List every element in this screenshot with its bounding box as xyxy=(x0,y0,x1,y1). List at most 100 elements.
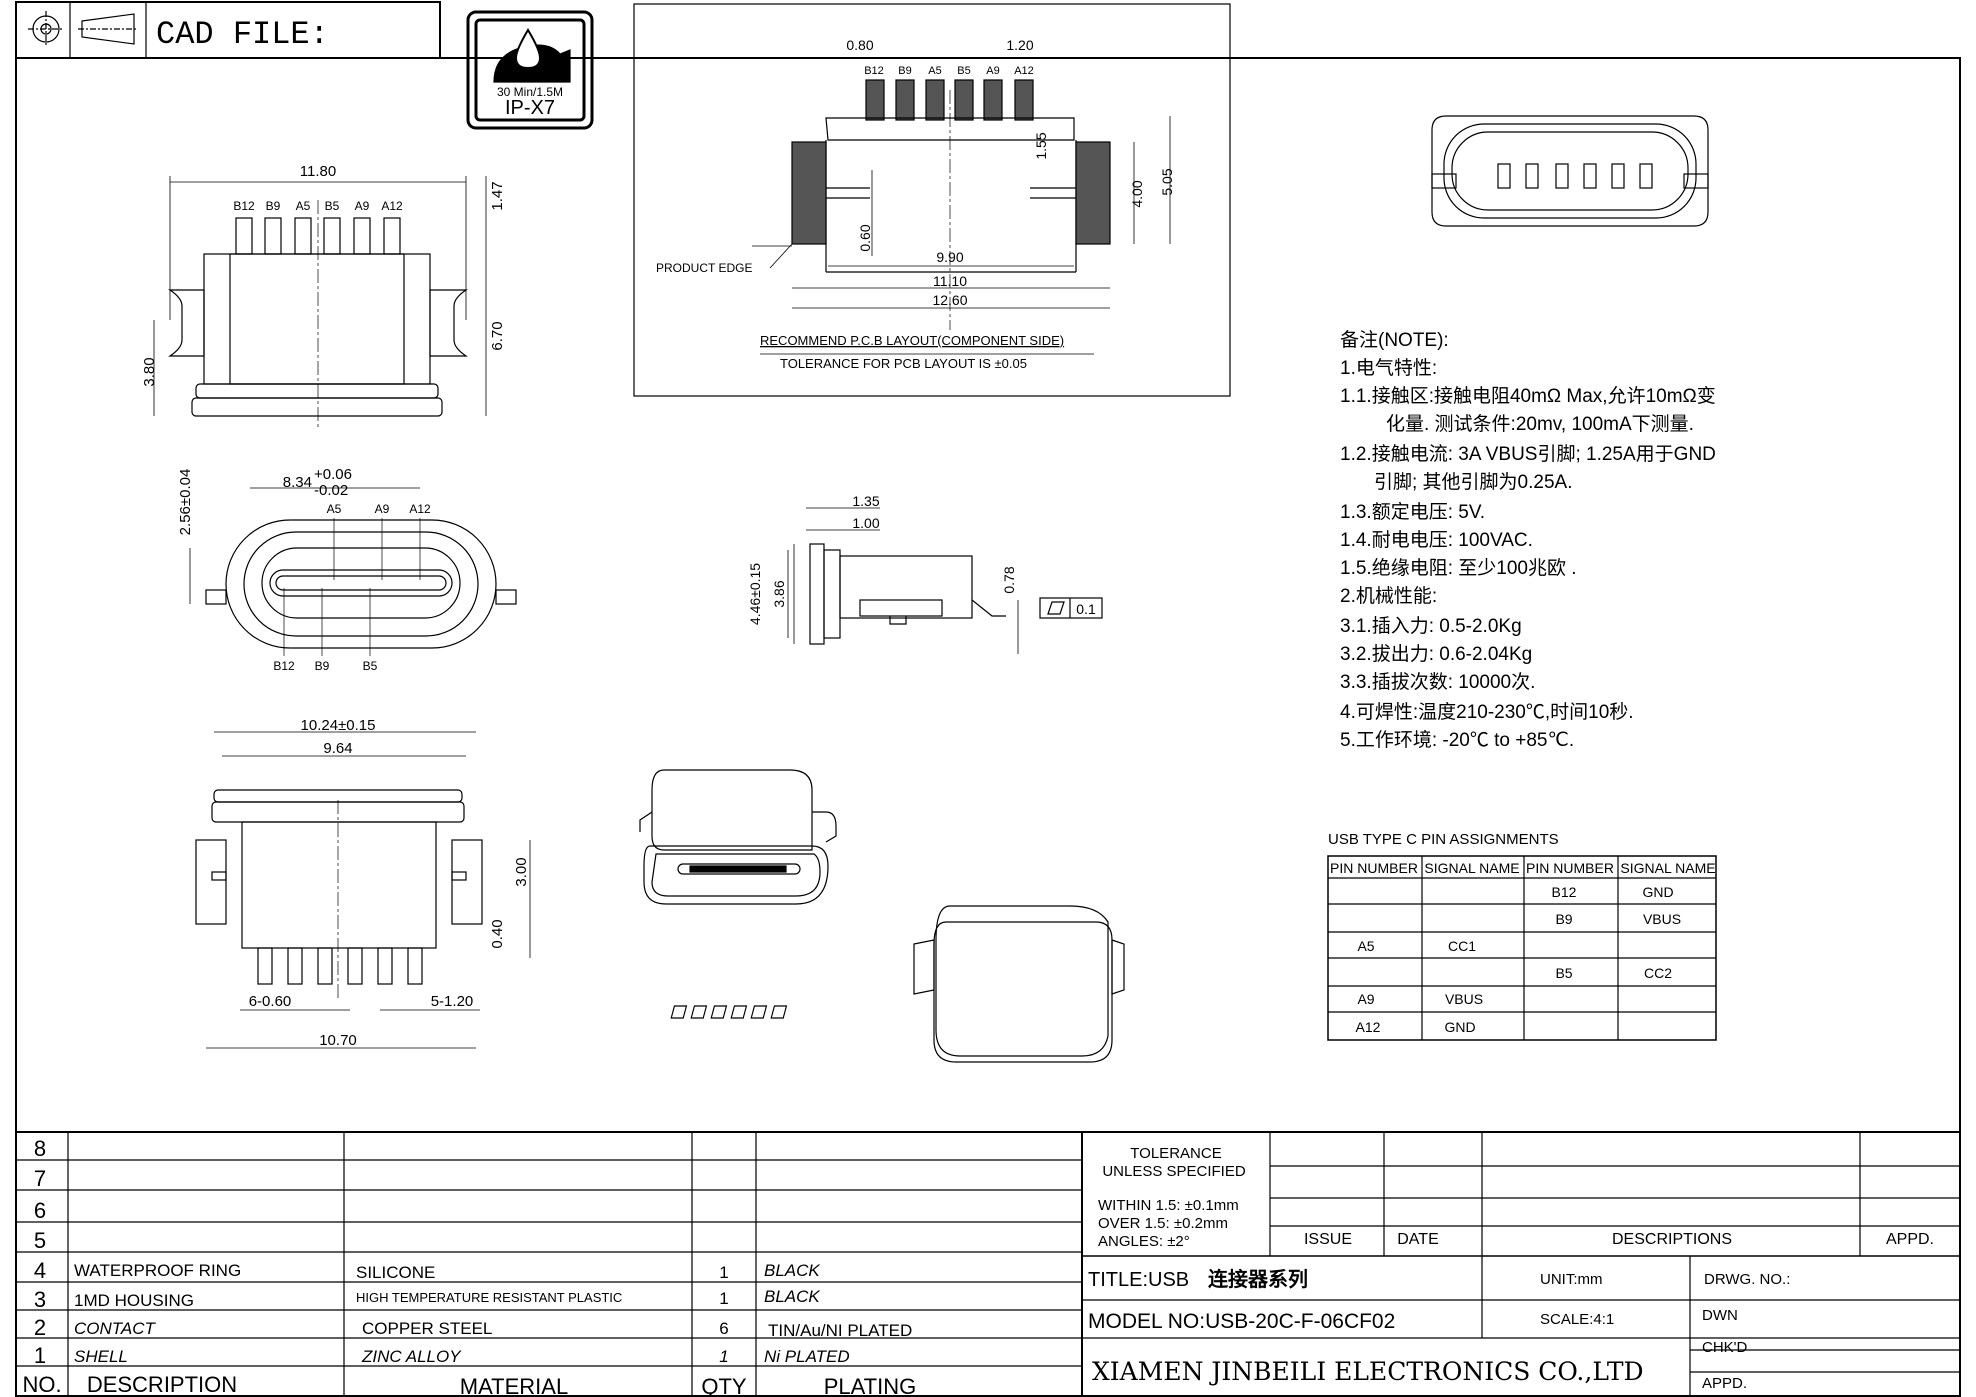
notes-block: 备注(NOTE): 1.电气特性: 1.1.接触区:接触电阻40mΩ Max,允… xyxy=(1340,329,1716,751)
tol-over: OVER 1.5: ±0.2mm xyxy=(1098,1215,1228,1232)
pcb-dim-505: 5.05 xyxy=(1159,168,1175,195)
pin-table-cell: GND xyxy=(1444,1019,1475,1035)
front-height-dim: 2.56±0.04 xyxy=(177,469,194,536)
pcb-dim-155: 1.55 xyxy=(1033,132,1049,159)
water-drop-icon xyxy=(493,28,571,83)
bottom-dim-1070: 10.70 xyxy=(319,1032,357,1049)
note-line: 5.工作环境: -20℃ to +85℃. xyxy=(1340,729,1574,751)
bom-qty: 6 xyxy=(719,1319,728,1338)
tol-within: WITHIN 1.5: ±0.1mm xyxy=(1098,1197,1239,1214)
pin-table-cell: CC1 xyxy=(1448,938,1476,954)
note-line: 1.电气特性: xyxy=(1340,357,1437,379)
bom-material: COPPER STEEL xyxy=(362,1319,492,1338)
svg-text:B9: B9 xyxy=(266,199,281,213)
bom-header-material: MATERIAL xyxy=(460,1374,568,1397)
bom-row-no: 3 xyxy=(34,1287,46,1312)
front-view: 8.34 +0.06 -0.02 A5 A9 A12 B12 B9 B5 2.5… xyxy=(177,466,517,673)
bottom-dim-300: 3.00 xyxy=(513,857,530,886)
bom-plating: Ni PLATED xyxy=(764,1347,850,1366)
side-view: 1.35 1.00 4.46±0.15 3.86 0.78 0.1 xyxy=(747,493,1103,654)
drawing-title-prefix: TITLE:USB xyxy=(1088,1269,1189,1291)
appd-header: APPD. xyxy=(1886,1231,1934,1248)
pcb-dim-990: 9.90 xyxy=(936,249,963,265)
top-dim-670: 6.70 xyxy=(489,321,506,350)
front-top-pin-labels: A5 A9 A12 xyxy=(327,502,431,516)
tol-title: TOLERANCE xyxy=(1130,1145,1221,1162)
unit-label: UNIT:mm xyxy=(1540,1271,1603,1288)
svg-text:A12: A12 xyxy=(381,199,403,213)
iso-view-2 xyxy=(670,905,1125,1063)
top-dim-380: 3.80 xyxy=(141,357,158,386)
bom-desc: SHELL xyxy=(74,1347,128,1366)
pin-table-header: SIGNAL NAME xyxy=(1424,860,1519,876)
pin-table-cell: B5 xyxy=(1555,965,1572,981)
bom-qty: 1 xyxy=(719,1347,728,1366)
svg-text:A5: A5 xyxy=(928,65,941,77)
pcb-product-edge: PRODUCT EDGE xyxy=(656,261,752,275)
bom-header-desc: DESCRIPTION xyxy=(87,1372,237,1397)
tol-angles: ANGLES: ±2° xyxy=(1098,1233,1190,1250)
note-line: 1.2.接触电流: 3A VBUS引脚; 1.25A用于GND xyxy=(1340,443,1716,465)
front-width-dim: 8.34 xyxy=(283,474,312,491)
side-dim-135: 1.35 xyxy=(852,493,879,509)
bom-material: SILICONE xyxy=(356,1263,435,1282)
note-line: 1.1.接触区:接触电阻40mΩ Max,允许10mΩ变 xyxy=(1340,385,1716,407)
pcb-dim-060: 0.60 xyxy=(857,224,873,251)
svg-text:A5: A5 xyxy=(327,502,342,516)
bom-row-no: 2 xyxy=(34,1315,46,1340)
front-tol-minus: -0.02 xyxy=(314,482,348,499)
iso-contacts xyxy=(670,1005,788,1019)
note-line: 化量. 测试条件:20mv, 100mA下测量. xyxy=(1386,413,1694,435)
bottom-dim-040: 0.40 xyxy=(489,919,506,948)
bom-table: 8 7 6 5 4 3 2 1 WATERPROOF RING SILICONE… xyxy=(15,1131,1083,1397)
bottom-view: 10.24±0.15 9.64 3.00 0.40 6-0.60 5-1.20 … xyxy=(195,717,531,1049)
bom-header-qty: QTY xyxy=(701,1374,747,1397)
bom-qty: 1 xyxy=(719,1289,728,1308)
bom-header-plating: PLATING xyxy=(824,1374,917,1397)
date-header: DATE xyxy=(1397,1231,1438,1248)
note-line: 1.4.耐电电压: 100VAC. xyxy=(1340,529,1533,551)
bom-desc: CONTACT xyxy=(74,1319,157,1338)
note-line: 1.5.绝缘电阻: 至少100兆欧 . xyxy=(1340,557,1577,579)
svg-text:A9: A9 xyxy=(986,65,999,77)
projection-symbol-icon xyxy=(28,11,138,47)
svg-text:B5: B5 xyxy=(957,65,970,77)
ip-badge-rating: IP-X7 xyxy=(505,97,555,119)
connector-end-view xyxy=(1431,115,1709,227)
bom-row-no: 8 xyxy=(34,1136,46,1161)
bom-plating: TIN/Au/NI PLATED xyxy=(768,1321,912,1340)
top-view: 11.80 B12 B9 A5 B5 A9 A12 1.47 6.70 3.80 xyxy=(141,163,506,430)
svg-text:B12: B12 xyxy=(233,199,255,213)
bom-qty: 1 xyxy=(719,1263,728,1282)
pin-table-cell: CC2 xyxy=(1644,965,1672,981)
pin-table-cell: B9 xyxy=(1555,911,1572,927)
bom-row-no: 1 xyxy=(34,1343,46,1368)
pin-table-header: PIN NUMBER xyxy=(1330,860,1418,876)
top-width-dim: 11.80 xyxy=(300,163,336,180)
bom-header-no: NO. xyxy=(22,1372,61,1397)
pcb-caption-1: RECOMMEND P.C.B LAYOUT(COMPONENT SIDE) xyxy=(760,333,1064,348)
top-dim-147: 1.47 xyxy=(489,181,506,210)
bom-desc: 1MD HOUSING xyxy=(74,1291,194,1310)
svg-text:B12: B12 xyxy=(864,65,884,77)
side-dim-078: 0.78 xyxy=(1001,566,1017,593)
bom-row-no: 6 xyxy=(34,1198,46,1223)
front-tol-plus: +0.06 xyxy=(314,466,352,483)
note-line: 3.2.拔出力: 0.6-2.04Kg xyxy=(1340,643,1532,665)
svg-text:A12: A12 xyxy=(409,502,431,516)
notes-title: 备注(NOTE): xyxy=(1340,329,1449,351)
issue-header: ISSUE xyxy=(1304,1231,1352,1248)
cad-file-label: CAD FILE: xyxy=(156,16,329,53)
pcb-pin-labels: B12 B9 A5 B5 A9 A12 xyxy=(864,65,1034,77)
iso-view-1 xyxy=(639,769,837,905)
chkd-label: CHK'D xyxy=(1702,1339,1748,1356)
top-pin-labels: B12 B9 A5 B5 A9 A12 xyxy=(233,199,403,213)
bom-plating: BLACK xyxy=(764,1287,820,1306)
bottom-pins xyxy=(257,947,423,985)
pin-table-cell: GND xyxy=(1642,884,1673,900)
side-dim-386: 3.86 xyxy=(771,580,787,607)
dwn-label: DWN xyxy=(1702,1307,1738,1324)
pin-table-cell: A12 xyxy=(1356,1019,1381,1035)
note-line: 1.3.额定电压: 5V. xyxy=(1340,501,1485,523)
note-line: 3.1.插入力: 0.5-2.0Kg xyxy=(1340,615,1522,637)
